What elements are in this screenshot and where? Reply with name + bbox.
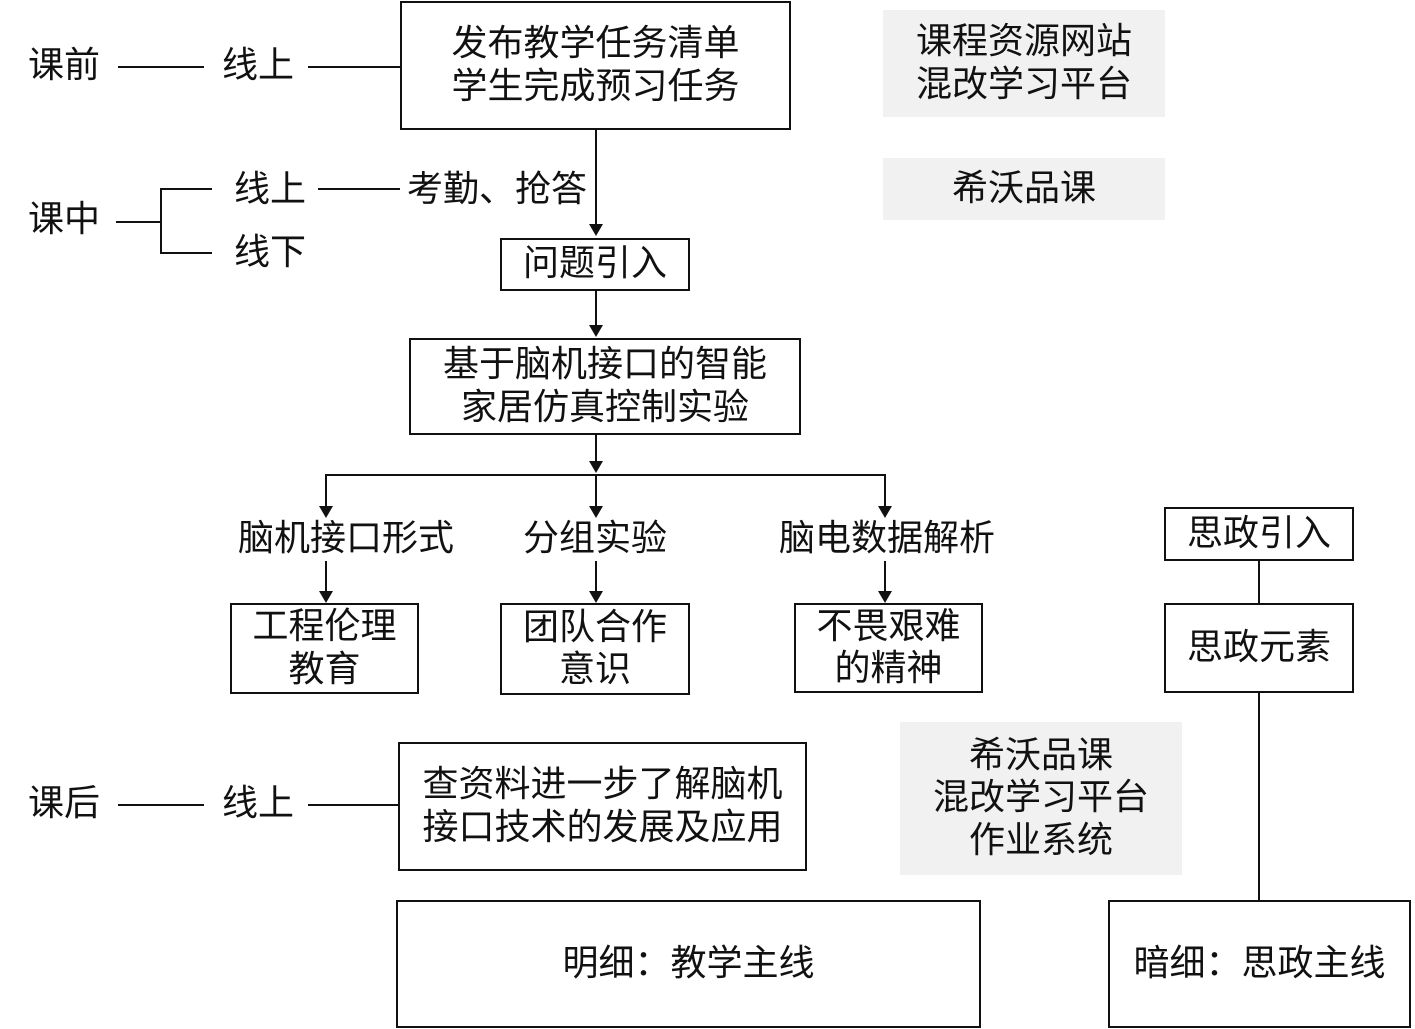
pre-online-label: 线上	[222, 45, 295, 86]
post-platform-box: 希沃品课 混改学习平台 作业系统	[900, 722, 1182, 875]
mid-offline-label: 线下	[234, 232, 307, 273]
phase-post-label: 课后	[28, 783, 101, 824]
post-task-box: 查资料进一步了解脑机 接口技术的发展及应用	[398, 742, 807, 871]
arrow-branch-1-outcome	[319, 561, 333, 603]
pre-phase-connector	[118, 66, 204, 68]
arrow-problem-to-experiment	[589, 290, 603, 337]
teaching-mainline-box: 明细：教学主线	[396, 900, 981, 1028]
mid-online-label: 线上	[234, 169, 307, 210]
branch-horizontal	[325, 474, 886, 476]
pre-task-box: 发布教学任务清单 学生完成预习任务	[400, 1, 791, 130]
attendance-label: 考勤、抢答	[407, 169, 588, 210]
branch-3-outcome-box: 不畏艰难 的精神	[794, 603, 983, 693]
pre-online-connector	[308, 66, 400, 68]
branch-2-label: 分组实验	[522, 518, 667, 559]
mid-platform-box: 希沃品课	[883, 158, 1165, 220]
phase-mid-label: 课中	[28, 199, 101, 240]
mid-offline-branch	[160, 252, 212, 254]
arrow-branch-3-outcome	[878, 561, 892, 603]
arrow-pre-to-problem	[589, 129, 603, 236]
arrow-to-branch-3	[878, 474, 892, 518]
problem-intro-box: 问题引入	[500, 238, 690, 291]
pre-platform-box: 课程资源网站 混改学习平台	[883, 10, 1165, 117]
post-phase-connector	[118, 804, 204, 806]
arrow-experiment-to-split	[589, 433, 603, 473]
arrow-to-branch-2	[589, 474, 603, 518]
ideology-elements-box: 思政元素	[1164, 603, 1354, 693]
mid-online-to-attendance	[318, 188, 400, 190]
ideology-intro-box: 思政引入	[1164, 507, 1354, 561]
arrow-branch-2-outcome	[589, 561, 603, 603]
branch-1-label: 脑机接口形式	[237, 518, 454, 559]
mid-online-branch	[160, 188, 212, 190]
arrow-to-branch-1	[319, 474, 333, 518]
mid-branch-vertical	[160, 188, 162, 254]
post-online-connector	[308, 804, 400, 806]
experiment-box: 基于脑机接口的智能 家居仿真控制实验	[409, 338, 801, 435]
ideology-mainline-box: 暗细：思政主线	[1108, 900, 1411, 1028]
branch-3-label: 脑电数据解析	[778, 518, 995, 559]
phase-pre-label: 课前	[28, 45, 101, 86]
mid-phase-connector	[116, 221, 162, 223]
branch-2-outcome-box: 团队合作 意识	[500, 603, 690, 695]
ideology-intro-connector	[1258, 560, 1260, 605]
post-online-label: 线上	[222, 783, 295, 824]
branch-1-outcome-box: 工程伦理 教育	[230, 603, 419, 694]
ideology-mainline-connector	[1258, 692, 1260, 901]
